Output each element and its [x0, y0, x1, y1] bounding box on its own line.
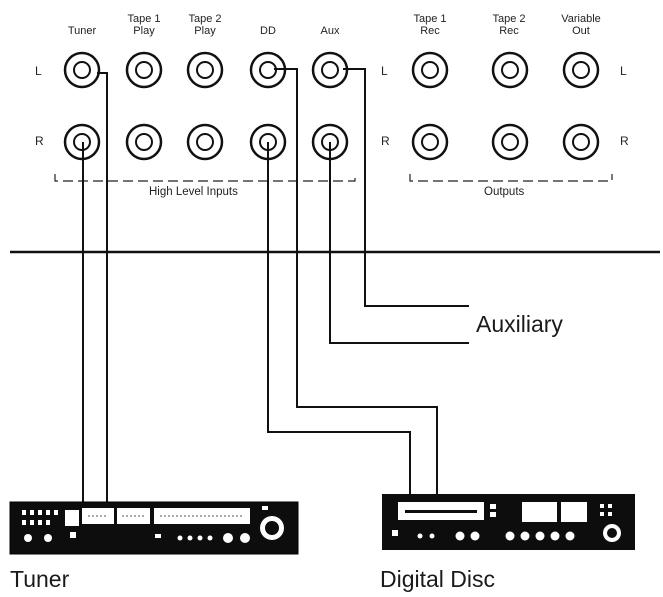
label-variable-out: Variable Out [561, 13, 601, 37]
jack-tape1-play-right [125, 123, 163, 161]
cable-dd-right [267, 142, 411, 494]
cable-dd-left [274, 68, 438, 494]
digital-disc-unit [382, 494, 635, 550]
group-label-inputs: High Level Inputs [145, 186, 242, 198]
label-tuner: Tuner [67, 25, 97, 37]
cable-aux-left [343, 68, 469, 307]
jack-tape1-rec-right [411, 123, 449, 161]
jack-tape2-play-right [186, 123, 224, 161]
jack-tape1-play-left [125, 51, 163, 89]
group-label-outputs: Outputs [480, 186, 529, 198]
jack-tape1-rec-left [411, 51, 449, 89]
inputs-bracket [54, 174, 356, 182]
device-label-digital-disc: Digital Disc [380, 566, 496, 592]
label-dd: DD [260, 25, 276, 37]
channel-left-label: L [35, 64, 42, 78]
label-tape1-rec: Tape 1 Rec [413, 13, 447, 37]
cables [82, 68, 469, 502]
jack-tape2-rec-right [491, 123, 529, 161]
tuner-unit [9, 501, 299, 555]
channel-left-label-mid: L [381, 64, 388, 78]
jack-aux-left [311, 51, 349, 89]
jack-tuner-left [63, 51, 101, 89]
channel-right-label-mid: R [381, 134, 390, 148]
channel-right-label: R [35, 134, 44, 148]
channel-left-label-right: L [620, 64, 627, 78]
jack-panel [63, 51, 600, 161]
label-tape2-rec: Tape 2 Rec [492, 13, 526, 37]
channel-right-label-right: R [620, 134, 629, 148]
cable-aux-right [329, 142, 469, 344]
label-aux: Aux [320, 25, 340, 37]
device-label-tuner: Tuner [10, 566, 70, 592]
outputs-bracket [409, 174, 613, 182]
jack-variable-out-left [562, 51, 600, 89]
jack-tape2-rec-left [491, 51, 529, 89]
jack-tape2-play-left [186, 51, 224, 89]
label-tape2-play: Tape 2 Play [188, 13, 222, 37]
device-label-auxiliary: Auxiliary [476, 311, 563, 337]
cable-tuner-left [97, 72, 108, 502]
jack-variable-out-right [562, 123, 600, 161]
label-tape1-play: Tape 1 Play [127, 13, 161, 37]
